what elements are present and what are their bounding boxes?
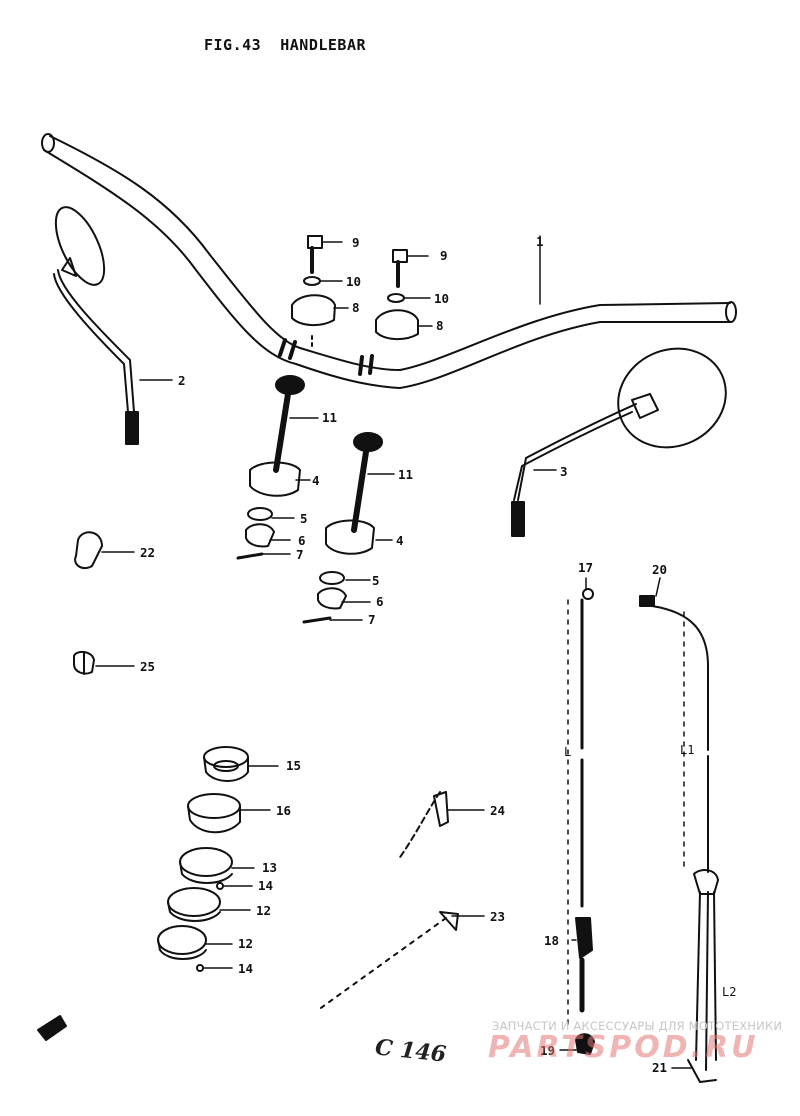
callout-labels: 1 2 3 4 4 5 5 6 6 7 7 8 8 9 9 10 10 11 1… [140,234,736,1075]
callout-6: 6 [376,594,384,609]
callout-4: 4 [396,533,404,548]
callout-leaders [95,235,693,1069]
figure-title: FIG.43 HANDLEBAR [204,36,367,54]
callout-2: 2 [178,373,186,388]
cable-guide-24 [397,791,449,861]
callout-20: 20 [652,562,667,577]
callout-1: 1 [536,234,544,249]
callout-6: 6 [298,533,306,548]
callout-7: 7 [368,612,376,627]
cable-guide-23 [317,911,459,1011]
clamp-22 [74,531,103,570]
lower-holder-right [302,432,383,624]
callout-23: 23 [490,909,505,924]
callout-10: 10 [434,291,449,306]
callout-21: 21 [652,1060,667,1075]
watermark-caption: ЗАПЧАСТИ И АКСЕССУАРЫ ДЛЯ МОТОТЕХНИКИ [492,1019,783,1033]
callout-9: 9 [352,235,360,250]
upper-holder-right [375,249,419,340]
callout-10: 10 [346,274,361,289]
throttle-cable [567,588,595,1055]
callout-7: 7 [296,547,304,562]
upper-holder-left [291,235,336,349]
clamp-25 [73,650,95,675]
lower-holder-left [236,375,305,560]
mirror-right [511,347,727,537]
callout-5: 5 [372,573,380,588]
callout-3: 3 [560,464,568,479]
mirror-left [53,206,139,445]
length-mark-L1: L1 [680,743,694,757]
callout-13: 13 [262,860,277,875]
callout-5: 5 [300,511,308,526]
callout-8: 8 [352,300,360,315]
callout-24: 24 [490,803,505,818]
callout-17: 17 [578,560,593,575]
callout-11: 11 [322,410,337,425]
callout-12: 12 [256,903,271,918]
length-mark-L: L [564,745,571,759]
callout-11: 11 [398,467,413,482]
callout-12: 12 [238,936,253,951]
callout-14: 14 [238,961,253,976]
callout-8: 8 [436,318,444,333]
callout-14: 14 [258,878,273,893]
callout-15: 15 [286,758,301,773]
callout-22: 22 [140,545,155,560]
callout-19: 19 [540,1043,555,1058]
forward-arrow-icon [37,1015,67,1041]
clutch-cable [639,595,719,1083]
callout-16: 16 [276,803,291,818]
callout-9: 9 [440,248,448,263]
handlebar-tube [41,133,737,389]
watermark-logo: PARTSPOD.RU [488,1030,759,1065]
grommet-stack [157,746,249,972]
callout-18: 18 [544,933,559,948]
length-mark-L2: L2 [722,985,736,999]
callout-25: 25 [140,659,155,674]
callout-4: 4 [312,473,320,488]
